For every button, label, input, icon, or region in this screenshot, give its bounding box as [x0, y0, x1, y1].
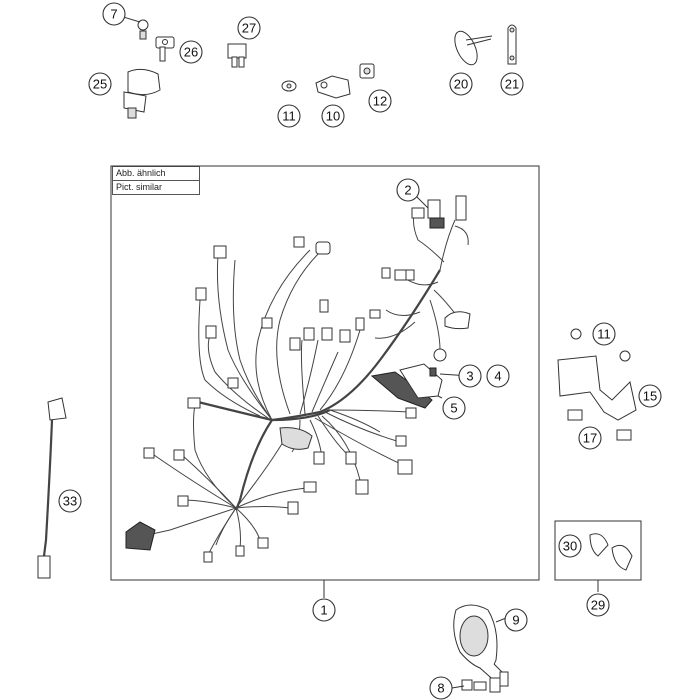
- svg-text:12: 12: [373, 94, 387, 109]
- callout-5: 5: [442, 396, 466, 420]
- svg-text:15: 15: [643, 389, 657, 404]
- callout-8: 8: [429, 676, 453, 700]
- svg-text:3: 3: [466, 369, 473, 384]
- terminal-part-27: [227, 43, 247, 68]
- cap-part-30: [589, 533, 633, 571]
- callout-10: 10: [321, 104, 345, 128]
- callout-9: 9: [504, 608, 528, 632]
- main-harness-frame: [110, 165, 540, 581]
- svg-text:1: 1: [320, 603, 327, 618]
- svg-text:17: 17: [583, 431, 597, 446]
- svg-text:29: 29: [591, 598, 605, 613]
- adapter-cable-33: [37, 397, 67, 579]
- svg-text:4: 4: [494, 369, 501, 384]
- bracket-part-15: [557, 355, 637, 421]
- callout-2: 2: [396, 178, 420, 202]
- callout-30: 30: [558, 534, 582, 558]
- svg-text:27: 27: [242, 21, 256, 36]
- harness-connectors: [125, 195, 471, 563]
- horn-part-9: [453, 604, 509, 687]
- clip-nut-part-12: [359, 63, 375, 79]
- callout-12: 12: [368, 89, 392, 113]
- note-line-german: Abb. ähnlich: [116, 168, 166, 178]
- screw-part-11b: [570, 328, 631, 362]
- svg-text:26: 26: [184, 45, 198, 60]
- callout-26: 26: [179, 40, 203, 64]
- note-line-english: Pict. similar: [113, 180, 199, 194]
- svg-text:33: 33: [63, 494, 77, 509]
- svg-text:9: 9: [512, 613, 519, 628]
- svg-text:20: 20: [454, 77, 468, 92]
- grommet-part-11a: [281, 80, 297, 92]
- callout-11-right: 11: [592, 322, 616, 346]
- svg-text:10: 10: [326, 109, 340, 124]
- callout-29: 29: [586, 593, 610, 617]
- cable-tie-part-20: [454, 30, 493, 66]
- svg-text:5: 5: [450, 401, 457, 416]
- svg-text:11: 11: [597, 327, 611, 342]
- svg-text:25: 25: [93, 77, 107, 92]
- callout-3: 3: [458, 364, 482, 388]
- svg-text:11: 11: [282, 109, 296, 124]
- svg-text:21: 21: [505, 77, 519, 92]
- callout-7: 7: [102, 2, 126, 26]
- svg-text:30: 30: [563, 539, 577, 554]
- callout-20: 20: [449, 72, 473, 96]
- callout-33: 33: [58, 489, 82, 513]
- cap-part-25: [123, 68, 161, 119]
- terminal-part-26: [155, 36, 175, 62]
- bolt-part-8: [461, 677, 501, 693]
- callout-15: 15: [638, 384, 662, 408]
- bracket-part-21: [507, 24, 517, 65]
- callout-4: 4: [486, 364, 510, 388]
- callout-1: 1: [312, 598, 336, 622]
- callout-25: 25: [88, 72, 112, 96]
- screw-part-7: [137, 19, 149, 40]
- clip-part-17: [567, 409, 632, 441]
- callout-11: 11: [277, 104, 301, 128]
- callout-21: 21: [500, 72, 524, 96]
- svg-text:2: 2: [404, 183, 411, 198]
- callout-17: 17: [578, 426, 602, 450]
- leader-lines: [119, 15, 599, 689]
- clamp-part-10: [315, 75, 351, 99]
- callout-27: 27: [237, 16, 261, 40]
- svg-text:8: 8: [437, 681, 444, 696]
- svg-text:7: 7: [110, 7, 117, 22]
